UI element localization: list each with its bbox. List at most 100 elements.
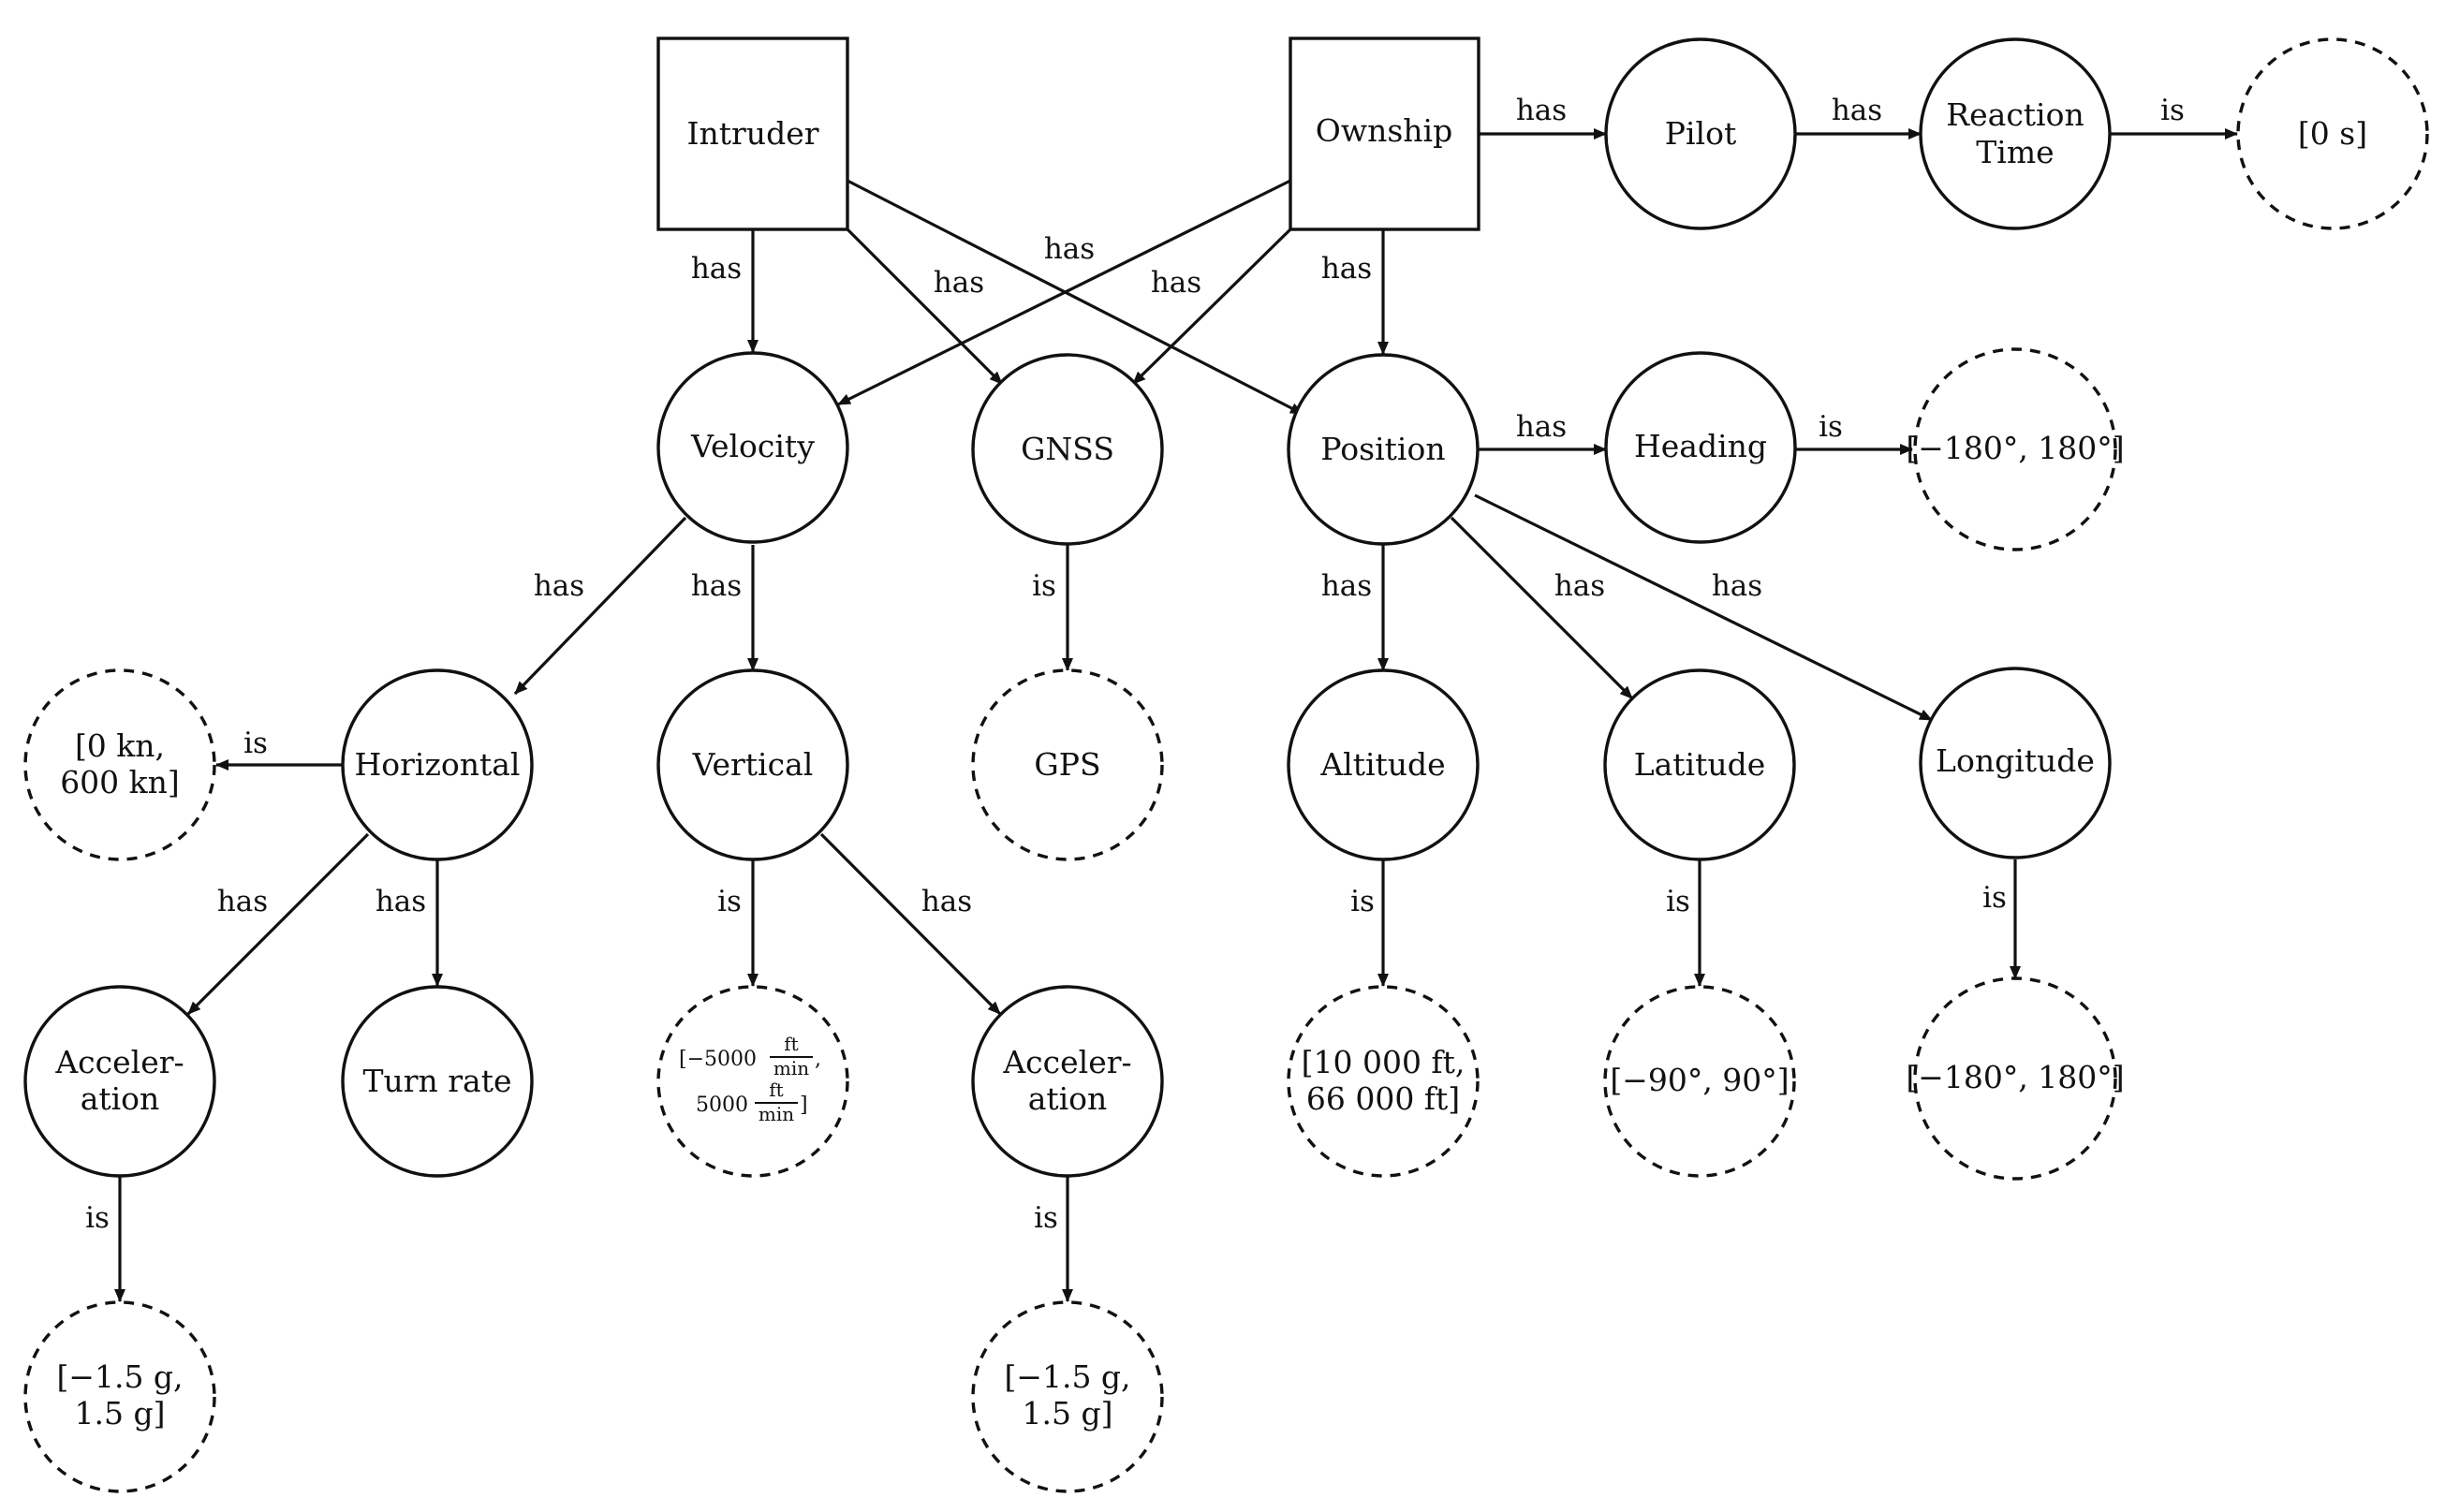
edge-position-latitude [1450,516,1634,700]
vertical-value-line2-suffix: ] [800,1094,808,1117]
latitude-circle [1603,668,1796,861]
latitude-value-circle [1603,985,1796,1178]
edge-label-intruder-gnss: has [934,266,984,300]
vertical-value-circle [656,985,849,1178]
edge-label-intruder-position: has [1044,232,1095,266]
edge-label-vertical-acceleration: has [921,885,972,918]
vertical-label: Vertical [692,746,814,783]
altitude-value-label-line1: [10 000 ft, [1302,1044,1466,1080]
gnss-label: GNSS [1021,431,1114,467]
longitude-value-circle [1913,976,2117,1181]
horizontal-value-label-line2: 600 kn] [60,764,180,800]
edge-label-reaction-value: is [2160,94,2185,127]
edge-label-horizontal-acceleration: has [217,885,268,918]
edge-label-altitude-value: is [1350,885,1375,918]
velocity-circle [656,351,849,544]
h-acceleration-label-line2: ation [81,1080,160,1117]
edge-label-vacc-value: is [1034,1201,1058,1235]
v-acceleration-circle [971,985,1164,1178]
edge-velocity-horizontal [513,516,687,696]
edge-label-position-longitude: has [1712,569,1762,603]
edge-label-pilot-reaction: has [1832,94,1882,127]
vertical-value-line1-suffix: , [815,1048,821,1071]
vertical-value-frac1-den: min [773,1057,809,1079]
edge-intruder-position [847,179,1304,416]
altitude-value-circle [1287,985,1480,1178]
heading-label: Heading [1634,428,1767,464]
longitude-value-label: [−180°, 180°] [1906,1059,2124,1095]
v-acceleration-value-label-line2: 1.5 g] [1023,1395,1113,1431]
v-acceleration-label-line2: ation [1028,1080,1108,1117]
position-circle [1287,353,1480,546]
edge-horizontal-acceleration [186,832,370,1016]
intruder-label: Intruder [686,115,818,152]
edge-label-ownship-position: has [1321,252,1372,286]
vertical-value-frac2-num: ft [769,1079,783,1101]
edge-ownship-velocity [837,179,1291,406]
edge-label-heading-value: is [1819,410,1843,444]
edge-intruder-gnss [846,228,1004,386]
reaction-time-label-line2: Time [1976,134,2054,170]
edge-labels: has has has has has has has is has is ha… [85,94,2185,1235]
vertical-circle [656,668,849,861]
latitude-label: Latitude [1634,746,1766,783]
vertical-value-frac2-den: min [759,1103,794,1125]
turn-rate-circle [341,985,534,1178]
edge-label-vertical-value: is [717,885,742,918]
heading-value-label: [−180°, 180°] [1906,430,2124,466]
edge-label-ownship-pilot: has [1516,94,1567,127]
edge-position-longitude [1474,493,1933,722]
edge-ownship-gnss [1131,228,1292,386]
turn-rate-label: Turn rate [362,1063,511,1099]
horizontal-label: Horizontal [355,746,521,783]
heading-circle [1604,351,1797,544]
horizontal-value-circle [23,668,216,861]
edge-label-latitude-value: is [1666,885,1690,918]
edge-label-gnss-gps: is [1032,569,1056,603]
edge-label-position-latitude: has [1554,569,1605,603]
vertical-value-line1-prefix: [−5000 [679,1048,757,1071]
reaction-time-circle [1919,37,2112,230]
v-acceleration-value-circle [971,1300,1164,1493]
edge-label-ownship-gnss: has [1151,266,1201,300]
altitude-label: Altitude [1319,746,1445,783]
pilot-label: Pilot [1665,115,1736,152]
position-label: Position [1320,431,1445,467]
gps-label: GPS [1034,746,1100,783]
edge-label-longitude-value: is [1982,881,2007,915]
node-shapes [23,37,2112,1178]
horizontal-value-label-line1: [0 kn, [75,727,165,764]
edge-label-position-heading: has [1516,410,1567,444]
reaction-value-circle [2236,37,2429,230]
reaction-time-label-line1: Reaction [1946,96,2084,133]
heading-value-circle [1913,347,2117,551]
longitude-circle [1919,667,2112,859]
latitude-value-label: [−90°, 90°] [1610,1062,1789,1098]
value-shapes [23,37,2429,1493]
altitude-value-label-line2: 66 000 ft] [1306,1080,1460,1117]
altitude-circle [1287,668,1480,861]
vertical-value-label: [−5000 ft min , 5000 ft min ] [679,1033,821,1125]
edges [114,128,2238,1302]
ownship-box [1289,37,1480,231]
edge-label-velocity-horizontal: has [534,569,584,603]
h-acceleration-value-label-line1: [−1.5 g, [56,1358,183,1395]
v-acceleration-label-line1: Acceler- [1002,1044,1131,1080]
h-acceleration-value-circle [23,1300,216,1493]
vertical-value-line2-prefix: 5000 [696,1094,748,1117]
gnss-circle [971,353,1164,546]
h-acceleration-value-label-line2: 1.5 g] [75,1395,166,1431]
edge-label-position-altitude: has [1321,569,1372,603]
v-acceleration-value-label-line1: [−1.5 g, [1004,1358,1130,1395]
edge-label-horizontal-value: is [243,727,268,760]
reaction-value-label: [0 s] [2298,115,2367,152]
edge-label-velocity-vertical: has [691,569,742,603]
edge-label-intruder-velocity: has [691,252,742,286]
gps-circle [971,668,1164,861]
h-acceleration-circle [23,985,216,1178]
longitude-label: Longitude [1936,742,2095,779]
vertical-value-frac1-num: ft [784,1033,798,1055]
node-labels: Intruder Ownship Pilot Reaction Time [0 … [54,96,2367,1431]
pilot-circle [1604,37,1797,230]
